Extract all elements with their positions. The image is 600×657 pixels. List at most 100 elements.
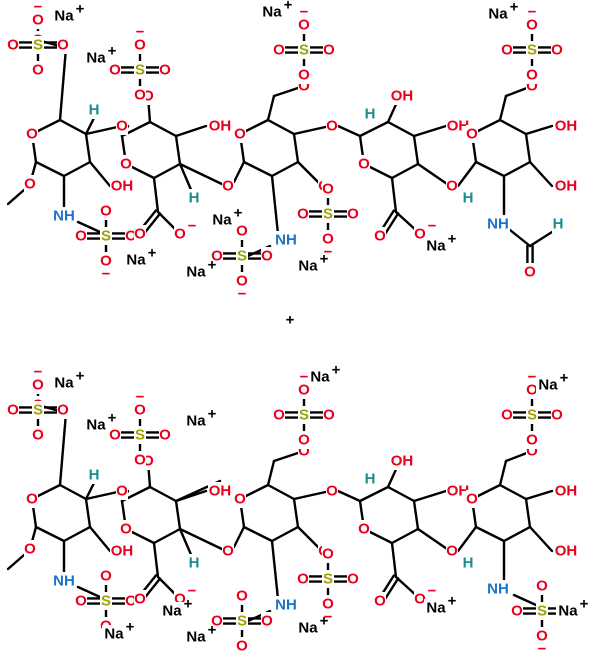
oxygen-atom: O xyxy=(134,591,146,608)
atom-label-background xyxy=(526,381,538,399)
atom-label-background xyxy=(536,602,548,620)
negative-charge: − xyxy=(188,218,197,235)
atom-label-background xyxy=(88,466,100,484)
atom-label-background xyxy=(211,247,223,265)
sodium-ion: Na xyxy=(310,369,330,386)
bond xyxy=(88,160,112,188)
atom-label-background xyxy=(100,227,112,245)
ring-bond xyxy=(242,525,274,543)
negative-charge: − xyxy=(324,244,333,261)
hydroxyl-group: OH xyxy=(555,178,578,195)
atom-label-background xyxy=(116,117,128,135)
oxygen-atom: O xyxy=(414,591,426,608)
atom-label-background xyxy=(462,554,474,572)
hydroxyl-group: OH xyxy=(209,118,232,135)
atom-label-background xyxy=(536,577,548,595)
oxygen-atom: O xyxy=(374,228,386,245)
oxygen-atom: O xyxy=(134,402,146,419)
atom-label-background xyxy=(364,105,376,123)
atom-label-background xyxy=(446,177,458,195)
sulfur-atom: S xyxy=(323,571,333,588)
atom-label-background xyxy=(322,205,334,223)
bond xyxy=(528,525,554,553)
hydroxyl-group: OH xyxy=(555,118,578,135)
hydroxyl-group: OH xyxy=(391,88,414,105)
ring-bond xyxy=(58,483,88,501)
negative-charge: − xyxy=(238,651,247,657)
atom-label-background xyxy=(273,406,285,424)
sodium-ion: Na xyxy=(186,629,206,646)
atom-label-background xyxy=(211,612,223,630)
bond xyxy=(508,228,532,248)
oxygen-atom: O xyxy=(261,248,273,265)
negative-charge: − xyxy=(528,369,537,386)
atom-label-background xyxy=(511,602,523,620)
atom-label-background xyxy=(358,155,370,173)
ring-bond xyxy=(58,118,88,136)
oxygen-atom: O xyxy=(57,402,69,419)
oxygen-atom: O xyxy=(234,491,246,508)
atom-label-background xyxy=(322,545,334,563)
atom-label-background xyxy=(52,7,76,25)
atom-label-background xyxy=(298,381,310,399)
ring-bond xyxy=(152,162,182,180)
atom-label-background xyxy=(526,66,538,84)
atom-label-background xyxy=(100,592,112,610)
atom-label-background xyxy=(84,416,108,434)
atom-label-background xyxy=(184,263,208,281)
atom-label-background xyxy=(322,595,334,613)
sodium-ion: Na xyxy=(426,238,446,255)
hydrogen-atom: H xyxy=(463,555,474,572)
atom-label-background xyxy=(414,225,426,243)
atom-label-background xyxy=(32,401,44,419)
sulfur-atom: S xyxy=(135,427,145,444)
amine-group: NH xyxy=(53,573,75,590)
oxygen-atom: O xyxy=(298,17,310,34)
ring-bond xyxy=(34,525,66,543)
bond xyxy=(76,220,102,234)
bond xyxy=(390,176,398,214)
sodium-ion: Na xyxy=(426,600,446,617)
ring-bond xyxy=(292,132,300,164)
atom-label-background xyxy=(236,222,248,240)
atom-label-background xyxy=(234,490,246,508)
oxygen-atom: O xyxy=(323,407,335,424)
hydrogen-atom: H xyxy=(89,467,100,484)
plus-separator: + xyxy=(286,312,295,329)
atom-label-background xyxy=(236,612,248,630)
oxygen-atom: O xyxy=(174,226,186,243)
oxygen-atom: O xyxy=(358,156,370,173)
hydrogen-atom: H xyxy=(189,190,200,207)
bond xyxy=(412,489,448,503)
oxygen-atom: O xyxy=(211,613,223,630)
atom-label-background xyxy=(159,426,171,444)
negative-charge: − xyxy=(102,266,111,283)
oxygen-atom: O xyxy=(261,613,273,630)
atom-label-background xyxy=(160,602,184,620)
ring-bond xyxy=(524,132,532,164)
amine-group: NH xyxy=(275,232,297,249)
bond xyxy=(524,489,554,501)
atom-label-background xyxy=(298,16,310,34)
positive-charge: + xyxy=(448,593,457,610)
sulfur-atom: S xyxy=(323,206,333,223)
oxygen-atom: O xyxy=(236,638,248,655)
hydroxyl-group: OH xyxy=(555,483,578,500)
oxygen-atom: O xyxy=(536,628,548,645)
oxygen-atom: O xyxy=(273,407,285,424)
oxygen-atom: O xyxy=(236,588,248,605)
bond xyxy=(266,94,276,122)
ring-bond xyxy=(502,525,532,543)
oxygen-atom: O xyxy=(32,427,44,444)
ring-bond xyxy=(174,134,182,166)
atom-label-background xyxy=(234,125,246,143)
ring-bond xyxy=(242,160,274,178)
ring-bond xyxy=(84,497,92,529)
oxygen-atom: O xyxy=(109,427,121,444)
oxygen-atom: O xyxy=(298,432,310,449)
positive-charge: + xyxy=(448,231,457,248)
negative-charge: − xyxy=(136,389,145,406)
sodium-ion: Na xyxy=(558,603,578,620)
sodium-ion: Na xyxy=(86,417,106,434)
